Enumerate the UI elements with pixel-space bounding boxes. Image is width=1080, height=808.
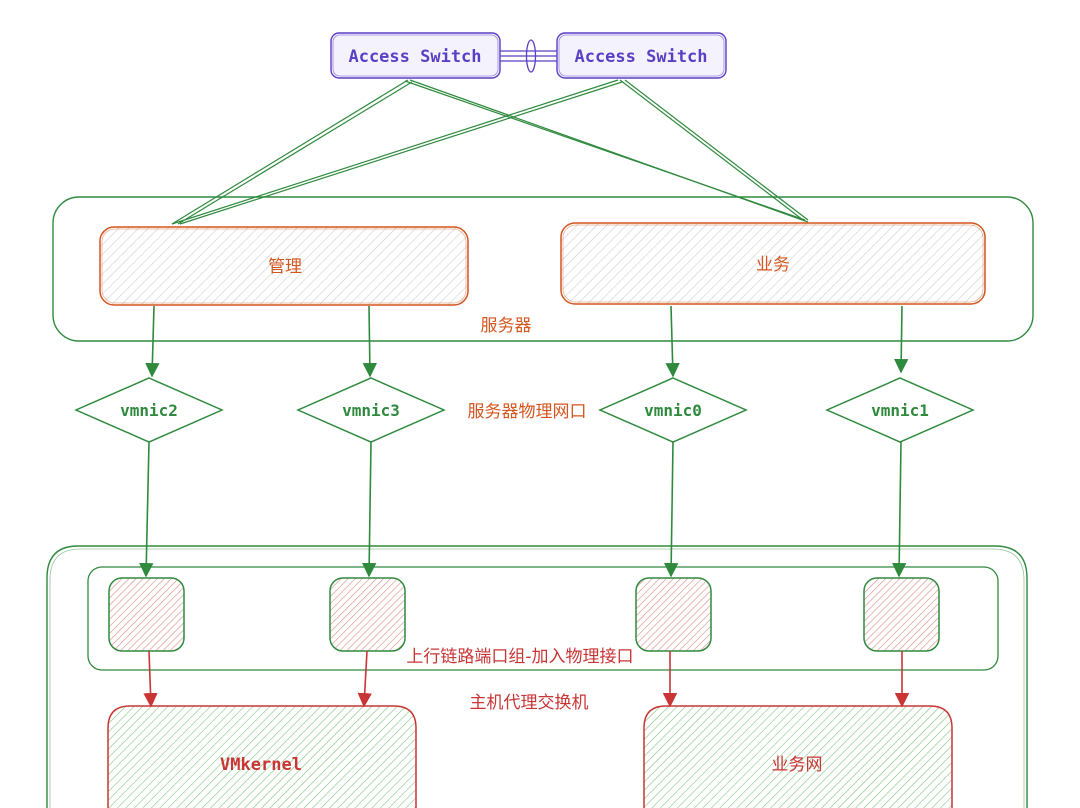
nic-vmnic2-label: vmnic2 xyxy=(120,401,178,420)
uplink-port-4[interactable] xyxy=(863,577,940,652)
biznet-box[interactable]: 业务网 xyxy=(643,705,953,808)
vmkernel-box[interactable]: VMkernel xyxy=(107,705,417,808)
uplink-port-1[interactable] xyxy=(108,577,185,652)
nic-vmnic0[interactable]: vmnic0 xyxy=(598,377,748,443)
nic-vmnic3-label: vmnic3 xyxy=(342,401,400,420)
server-label: 服务器 xyxy=(481,316,532,336)
nic-vmnic1[interactable]: vmnic1 xyxy=(825,377,975,443)
nic-section-label: 服务器物理网口 xyxy=(468,402,587,422)
host-switch-label: 主机代理交换机 xyxy=(470,693,589,713)
mgmt-label: 管理 xyxy=(268,257,302,277)
uplink-port-group-label: 上行链路端口组-加入物理接口 xyxy=(406,647,633,667)
mgmt-box[interactable]: 管理 xyxy=(99,226,469,306)
host-switch-container: 主机代理交换机 xyxy=(46,545,1028,808)
nic-vmnic0-label: vmnic0 xyxy=(644,401,702,420)
server-to-nic-arrows xyxy=(145,305,909,378)
switch-link xyxy=(500,39,557,73)
vmkernel-label: VMkernel xyxy=(220,755,302,775)
server-container: 服务器 xyxy=(52,196,1034,342)
port-to-network-arrows xyxy=(143,650,910,708)
biz-label: 业务 xyxy=(756,255,790,275)
uplink-port-3[interactable] xyxy=(635,577,712,652)
access-switch-right[interactable]: Access Switch xyxy=(556,32,727,79)
nic-vmnic1-label: vmnic1 xyxy=(871,401,929,420)
nic-to-port-arrows xyxy=(139,441,907,578)
nic-vmnic2[interactable]: vmnic2 xyxy=(74,377,224,443)
uplink-port-2[interactable] xyxy=(329,577,406,652)
biz-box[interactable]: 业务 xyxy=(560,222,986,305)
biznet-label: 业务网 xyxy=(772,755,823,775)
uplink-port-group xyxy=(87,566,999,671)
access-switch-right-label: Access Switch xyxy=(574,47,707,67)
access-switch-left-label: Access Switch xyxy=(348,47,481,67)
switch-uplinks xyxy=(171,79,809,225)
nic-vmnic3[interactable]: vmnic3 xyxy=(296,377,446,443)
access-switch-left[interactable]: Access Switch xyxy=(330,32,501,79)
